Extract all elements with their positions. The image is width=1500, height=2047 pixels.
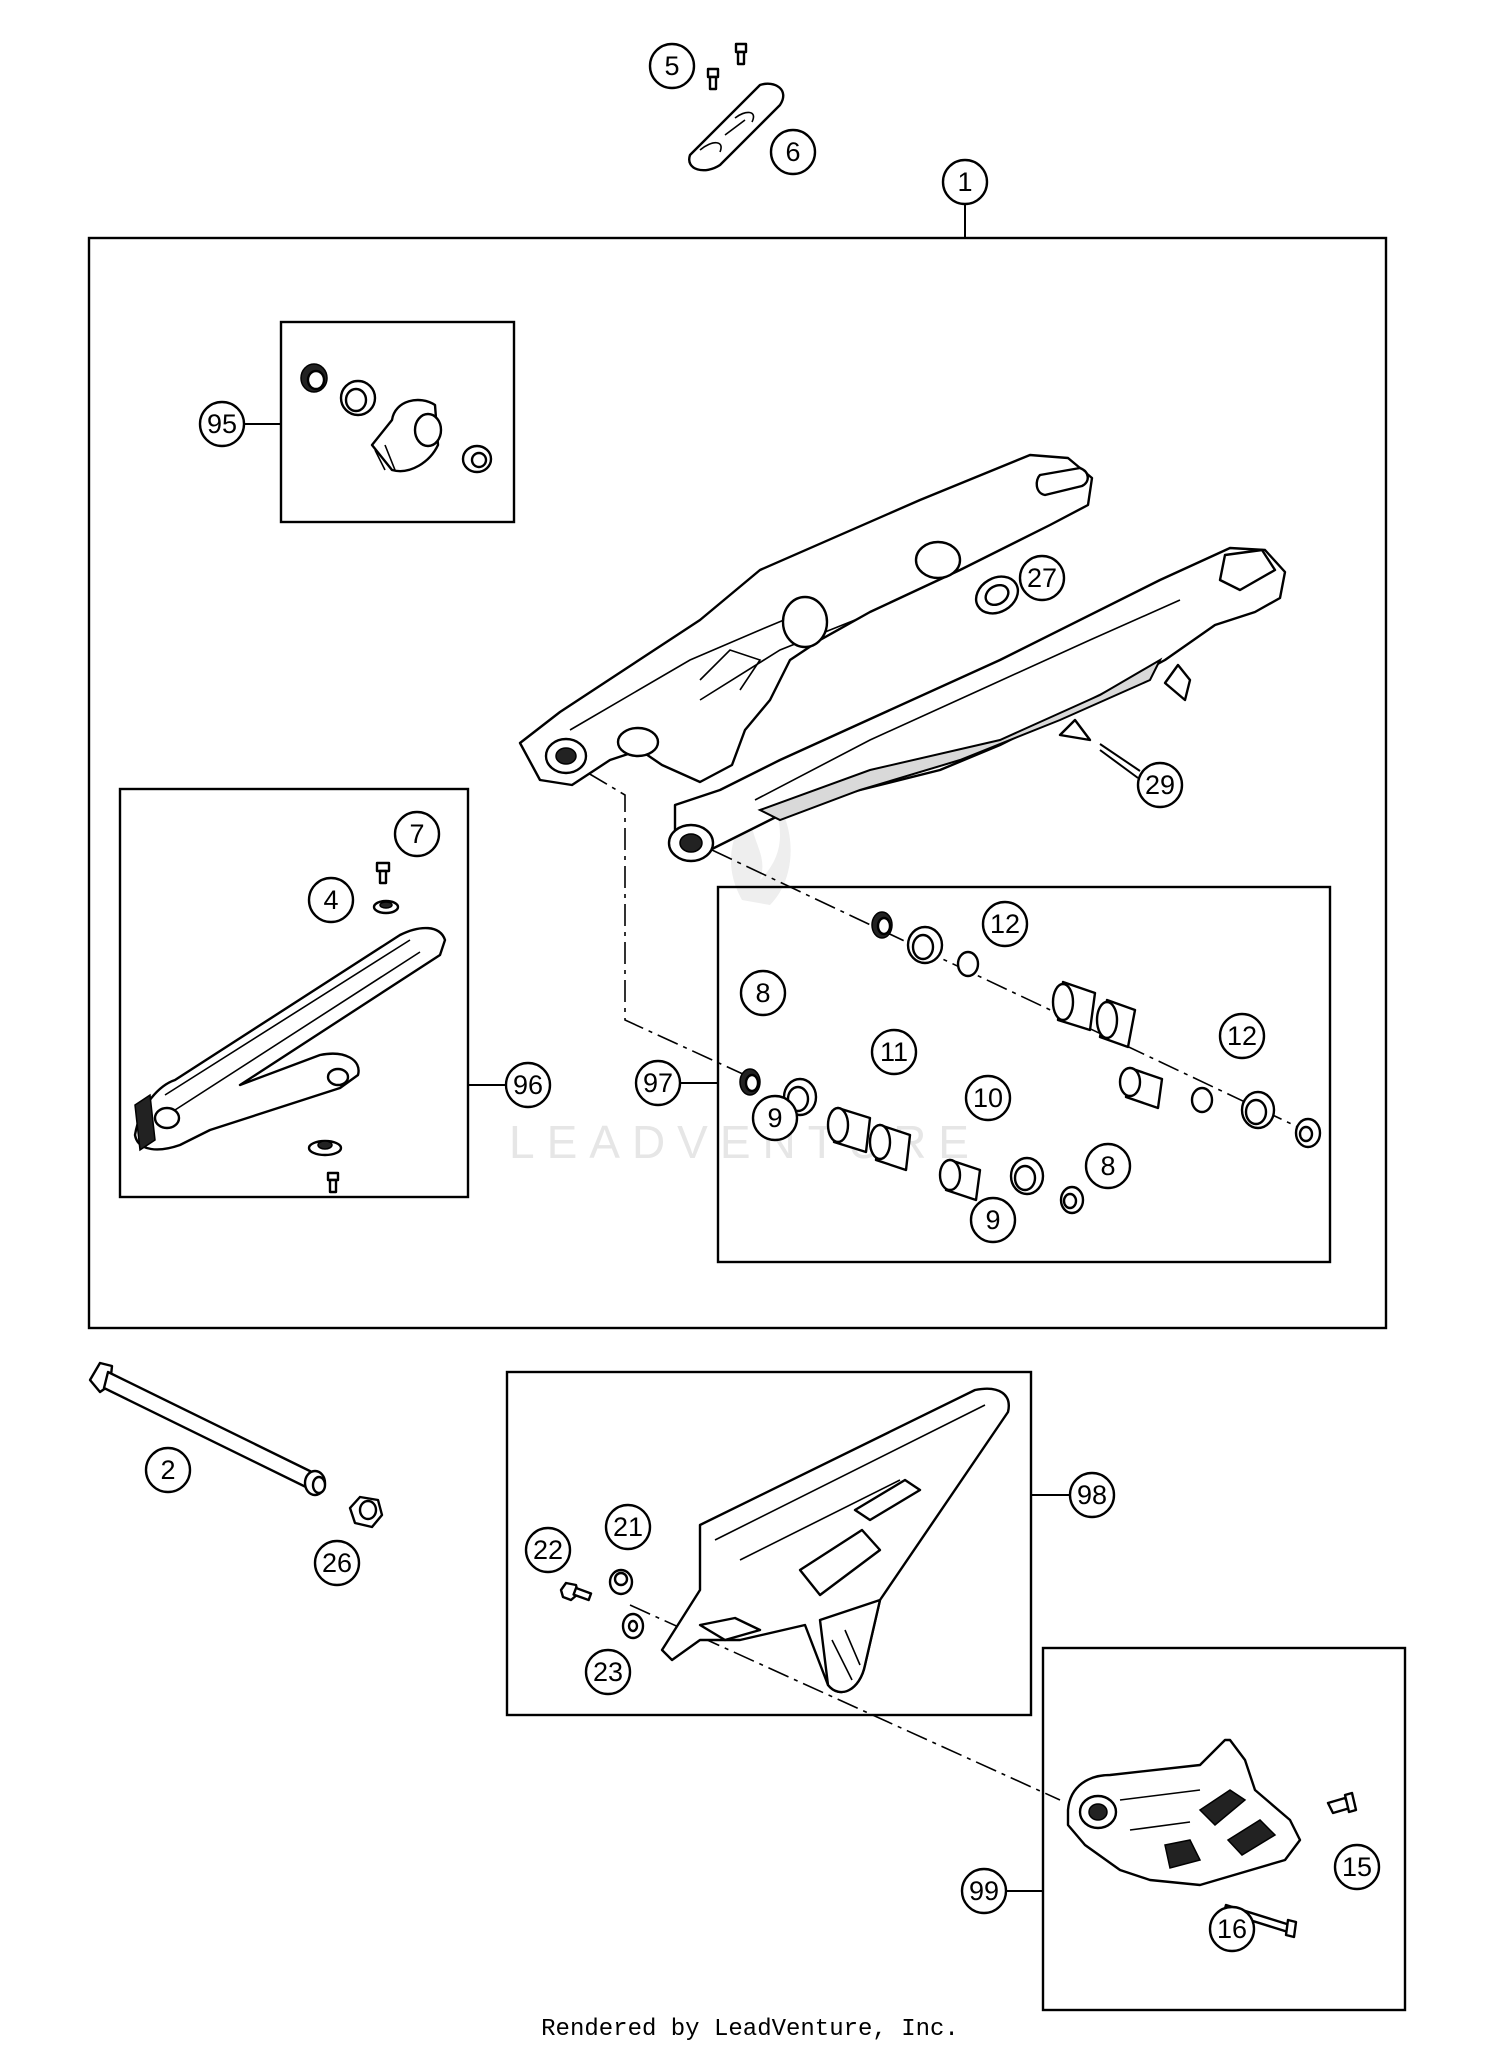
svg-text:97: 97	[643, 1068, 673, 1098]
svg-text:9: 9	[985, 1205, 1000, 1235]
chain-guide-clamp	[688, 82, 785, 172]
svg-text:9: 9	[767, 1103, 782, 1133]
chain-slider-insert	[974, 575, 1020, 615]
callout-97: 97	[634, 1059, 682, 1107]
callout-1: 1	[941, 158, 989, 206]
callout-11: 11	[870, 1028, 918, 1076]
svg-text:5: 5	[664, 51, 679, 81]
svg-text:29: 29	[1145, 770, 1175, 800]
kit-97-box	[716, 885, 1332, 1264]
callout-16: 16	[1208, 1905, 1256, 1953]
callout-7: 7	[393, 810, 441, 858]
svg-text:22: 22	[533, 1535, 563, 1565]
footer-credit: Rendered by LeadVenture, Inc.	[541, 2016, 959, 2043]
svg-text:4: 4	[323, 885, 338, 915]
svg-text:7: 7	[409, 819, 424, 849]
callout-26: 26	[313, 1539, 361, 1587]
callout-8-lower: 8	[1084, 1142, 1132, 1190]
kit-99-box	[1041, 1646, 1407, 2012]
swingarm-assembly-box	[87, 236, 1388, 1330]
callout-15: 15	[1333, 1843, 1381, 1891]
chain-guide	[1066, 1738, 1302, 1887]
svg-text:21: 21	[613, 1512, 643, 1542]
callout-8-upper: 8	[739, 969, 787, 1017]
callout-98: 98	[1068, 1471, 1116, 1519]
svg-text:8: 8	[1100, 1151, 1115, 1181]
svg-text:27: 27	[1027, 563, 1057, 593]
callout-96: 96	[504, 1061, 552, 1109]
screw-5	[706, 42, 748, 91]
callout-4: 4	[307, 876, 355, 924]
svg-text:11: 11	[880, 1037, 908, 1067]
leader-29	[1099, 749, 1139, 779]
callout-9-lower: 9	[969, 1196, 1017, 1244]
pivot-bearing-kit	[300, 363, 493, 474]
svg-text:6: 6	[785, 137, 800, 167]
callout-12-upper: 12	[981, 900, 1029, 948]
swingarm-bearing-kit	[739, 911, 1322, 1215]
callouts: 1 2 4 5 6 7 8 8 9 9 10 11 12 12 15 16 21…	[144, 42, 1381, 1953]
callout-5: 5	[648, 42, 696, 90]
kit-95-box	[279, 320, 516, 524]
callout-12-lower: 12	[1218, 1012, 1266, 1060]
callout-23: 23	[584, 1648, 632, 1696]
swingarm	[518, 453, 1287, 863]
callout-22: 22	[524, 1526, 572, 1574]
callout-21: 21	[604, 1503, 652, 1551]
svg-text:10: 10	[973, 1083, 1003, 1113]
assembly-axis-lines	[587, 772, 1301, 1801]
svg-text:26: 26	[322, 1548, 352, 1578]
svg-text:99: 99	[969, 1876, 999, 1906]
chain-guard	[660, 1387, 1010, 1694]
callout-10: 10	[964, 1074, 1012, 1122]
svg-text:16: 16	[1217, 1914, 1247, 1944]
callout-2: 2	[144, 1446, 192, 1494]
callout-9-upper: 9	[751, 1094, 799, 1142]
callout-29: 29	[1136, 761, 1184, 809]
chain-guard-fasteners	[559, 1568, 645, 1640]
svg-text:23: 23	[593, 1657, 623, 1687]
svg-text:96: 96	[513, 1070, 543, 1100]
svg-text:98: 98	[1077, 1480, 1107, 1510]
svg-text:95: 95	[207, 409, 237, 439]
kit-96-box	[118, 787, 470, 1199]
svg-text:2: 2	[160, 1455, 175, 1485]
svg-text:15: 15	[1342, 1852, 1372, 1882]
axle-nut	[348, 1495, 384, 1529]
callout-27: 27	[1018, 554, 1066, 602]
callout-95: 95	[198, 400, 246, 448]
callout-99: 99	[960, 1867, 1008, 1915]
swingarm-pivot-axle	[88, 1361, 327, 1497]
svg-text:1: 1	[957, 167, 972, 197]
kit-98-box	[505, 1370, 1033, 1717]
svg-text:12: 12	[1227, 1021, 1257, 1051]
chain-sliding-guard	[133, 861, 447, 1194]
callout-6: 6	[769, 128, 817, 176]
svg-text:8: 8	[755, 978, 770, 1008]
svg-text:12: 12	[990, 909, 1020, 939]
